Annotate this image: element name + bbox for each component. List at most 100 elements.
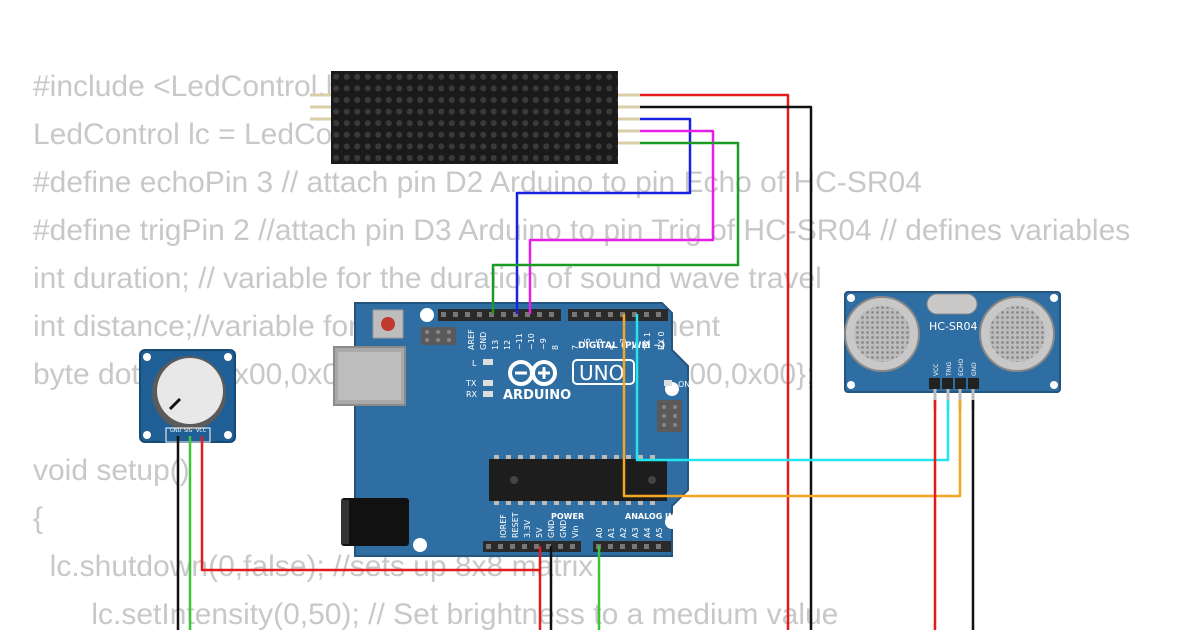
header-pin-hole[interactable] [486,544,491,549]
header-pin-hole[interactable] [498,544,503,549]
sensor-pin-label: TRIG [946,361,953,377]
header-pin-hole[interactable] [465,312,470,317]
code-line: { [33,502,44,535]
header-pin-hole[interactable] [477,312,482,317]
header-pin-hole[interactable] [570,544,575,549]
arduino-model-text: UNO [579,361,624,385]
potentiometer-knob[interactable] [157,358,223,424]
chip-pin [650,455,655,459]
chip-pin [494,501,499,505]
header-pin-hole[interactable] [549,312,554,317]
header-pin-hole[interactable] [489,312,494,317]
digital-pin-label: ~11 [515,333,524,350]
chip-pin [614,455,619,459]
sensor-pin-label: VCC [933,364,940,376]
chip-pin [602,501,607,505]
header-pin-hole[interactable] [596,312,601,317]
header-pin-hole[interactable] [608,544,613,549]
header-pin-hole[interactable] [584,312,589,317]
wire-echo[interactable] [635,314,950,462]
header-pin-hole[interactable] [656,544,661,549]
pot-pin-label: SIG [184,428,193,434]
digital-pin-label: 13 [491,340,500,350]
digital-pin-label: 7 [571,345,580,350]
header-pin-hole[interactable] [572,312,577,317]
header-pin-hole[interactable] [513,312,518,317]
power-pin-label: RESET [511,512,520,538]
chip-pin [590,501,595,505]
chip-pin [626,455,631,459]
chip-pin [530,501,535,505]
led-matrix[interactable] [310,71,640,164]
header-pin-hole[interactable] [537,312,542,317]
header-pin-hole[interactable] [620,312,625,317]
chip-pin [602,455,607,459]
header-pin-hole[interactable] [608,312,613,317]
pot-pin-label: VCC [196,428,207,434]
wire-matrix-clk[interactable] [491,141,740,314]
digital-pin-label: ~6 [583,338,592,350]
wire-matrix-vcc[interactable] [640,93,790,630]
digital-pin-label: 4 [607,345,616,350]
wire-matrix-gnd[interactable] [640,105,813,630]
pot-pin-label: GND [170,428,182,434]
header-pin-hole[interactable] [558,544,563,549]
led-on-label: ON [678,380,690,389]
arduino-uno-board[interactable]: ARDUINO UNO DIGITAL (PWM ~) POWER ANALOG… [333,302,690,557]
header-pin-hole[interactable] [453,312,458,317]
header-pin-hole[interactable] [656,312,661,317]
header-pin-hole[interactable] [620,544,625,549]
digital-pin-label: 12 [503,340,512,350]
digital-pwm-label: DIGITAL (PWM ~) [578,341,665,351]
digital-pin-label: AREF [467,329,476,350]
code-line: int duration; // variable for the durati… [33,262,822,295]
header-pin-hole[interactable] [501,312,506,317]
reset-button[interactable] [372,309,404,339]
digital-pin-label: ~5 [595,338,604,350]
code-line: void setup() [33,454,190,487]
header-pin-hole[interactable] [632,312,637,317]
code-line: lc.setIntensity(0,50); // Set brightness… [33,598,839,631]
header-pin-hole[interactable] [534,544,539,549]
header-pin-hole[interactable] [522,544,527,549]
analog-pin-label: A5 [655,527,664,538]
led-l-label: L [472,359,477,368]
header-pin-hole[interactable] [632,544,637,549]
power-pin-label: Vin [571,525,580,538]
header-pin-hole[interactable] [546,544,551,549]
transducer-left [844,296,920,372]
wire-trig[interactable] [622,314,962,498]
analog-pin-label: A1 [607,527,616,538]
led-tx-label: TX [465,379,477,388]
header-pin-hole[interactable] [510,544,515,549]
chip-pin [554,455,559,459]
header-pin-hole[interactable] [644,544,649,549]
digital-pin-label: GND [479,332,488,350]
chip-pin [542,455,547,459]
header-pin-hole[interactable] [441,312,446,317]
chip-pin [638,455,643,459]
analog-pin-label: A0 [595,527,604,538]
led-matrix-right-pins [618,93,640,145]
power-header[interactable] [483,541,581,552]
chip-pin [578,501,583,505]
chip-pin [626,501,631,505]
power-jack [341,498,409,546]
arduino-logo [508,360,557,386]
header-pin-hole[interactable] [644,312,649,317]
power-pin-label: GND [547,520,556,538]
header-pin-hole[interactable] [525,312,530,317]
power-pin-label: 3.3V [523,519,532,538]
power-pin-label: 5V [535,527,544,538]
wire-matrix-din[interactable] [515,117,692,314]
led-rx-label: RX [466,390,478,399]
atmega-chip [489,459,667,501]
code-line: #define echoPin 3 // attach pin D2 Ardui… [33,166,922,199]
wire-pot-vcc[interactable] [200,436,542,572]
analog-in-label: ANALOG IN [625,512,675,521]
digital-pin-label: 8 [551,345,560,350]
